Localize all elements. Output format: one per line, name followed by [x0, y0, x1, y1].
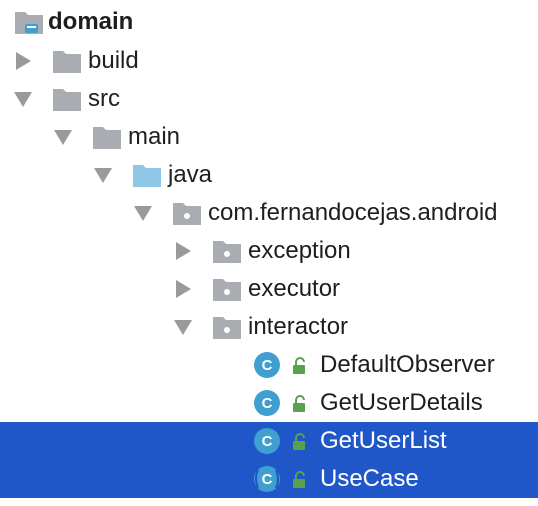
tree-item-executor[interactable]: executor: [0, 270, 538, 308]
tree-item-interactor[interactable]: interactor: [0, 308, 538, 346]
tree-item-build[interactable]: build: [0, 42, 538, 80]
package-icon: [173, 203, 201, 225]
collapse-arrow-icon[interactable]: [14, 92, 32, 107]
lock-open-icon: [293, 395, 305, 412]
tree-item-domain[interactable]: domain: [0, 3, 538, 41]
tree-item-defaultobserver[interactable]: C DefaultObserver: [0, 346, 538, 384]
lock-open-icon: [293, 471, 305, 488]
tree-item-label: java: [168, 161, 213, 188]
package-icon: [213, 279, 241, 301]
tree-item-label: interactor: [248, 313, 349, 340]
source-root-folder-icon: [133, 165, 161, 187]
expand-arrow-icon[interactable]: [176, 280, 191, 298]
folder-icon: [93, 127, 121, 149]
tree-item-src[interactable]: src: [0, 80, 538, 118]
tree-item-label: DefaultObserver: [320, 351, 495, 378]
tree-item-label: UseCase: [320, 465, 419, 492]
tree-item-label: GetUserList: [320, 427, 447, 454]
tree-item-label: executor: [248, 275, 341, 302]
tree-item-java[interactable]: java: [0, 156, 538, 194]
collapse-arrow-icon[interactable]: [94, 168, 112, 183]
collapse-arrow-icon[interactable]: [134, 206, 152, 221]
tree-item-label: GetUserDetails: [320, 389, 483, 416]
class-icon: C: [254, 390, 280, 416]
class-icon: C: [254, 428, 280, 454]
class-icon: C: [254, 352, 280, 378]
tree-item-getuserlist[interactable]: C GetUserList: [0, 422, 538, 460]
tree-item-label: exception: [248, 237, 351, 264]
package-icon: [213, 241, 241, 263]
lock-open-icon: [293, 357, 305, 374]
expand-arrow-icon[interactable]: [176, 242, 191, 260]
tree-item-getuserdetails[interactable]: C GetUserDetails: [0, 384, 538, 422]
abstract-class-icon: C: [254, 466, 280, 492]
tree-item-package-root[interactable]: com.fernandocejas.android: [0, 194, 538, 232]
tree-item-label: main: [128, 123, 181, 150]
lock-open-icon: [293, 433, 305, 450]
folder-icon: [53, 89, 81, 111]
collapse-arrow-icon[interactable]: [174, 320, 192, 335]
package-icon: [213, 317, 241, 339]
tree-item-usecase[interactable]: C UseCase: [0, 460, 538, 498]
tree-item-label: build: [88, 47, 139, 74]
folder-icon: [53, 51, 81, 73]
tree-item-label: src: [88, 85, 120, 112]
expand-arrow-icon[interactable]: [16, 52, 31, 70]
tree-item-label: com.fernandocejas.android: [208, 199, 498, 226]
module-folder-icon: [15, 12, 43, 34]
tree-item-exception[interactable]: exception: [0, 232, 538, 270]
tree-item-label: domain: [48, 8, 134, 35]
tree-item-main[interactable]: main: [0, 118, 538, 156]
abstract-class-glyph: C: [262, 471, 273, 488]
collapse-arrow-icon[interactable]: [54, 130, 72, 145]
